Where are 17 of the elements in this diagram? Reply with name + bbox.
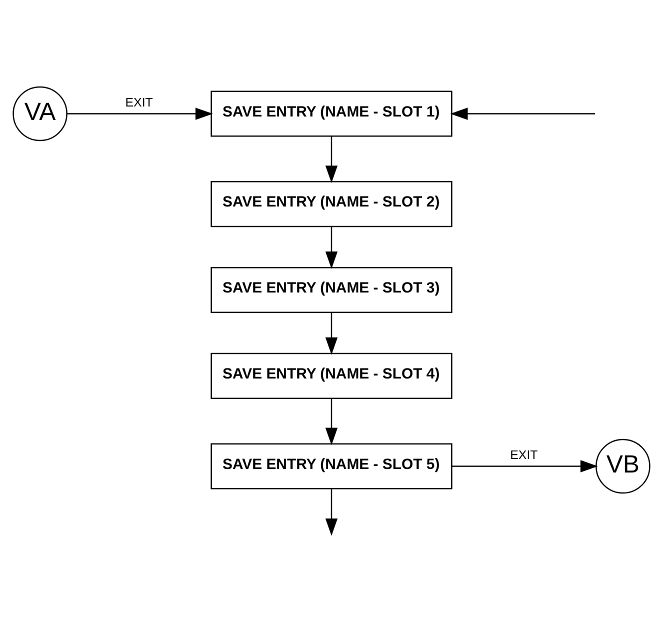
node-box: SAVE ENTRY (NAME - SLOT 2) xyxy=(210,180,452,227)
arrow xyxy=(66,107,213,120)
arrow xyxy=(325,398,338,445)
arrow xyxy=(325,312,338,354)
edge-label: EXIT xyxy=(510,447,538,462)
node-circle: VB xyxy=(596,438,650,494)
node-box: SAVE ENTRY (NAME - SLOT 4) xyxy=(210,352,452,398)
arrow xyxy=(325,226,338,268)
node-box: SAVE ENTRY (NAME - SLOT 1) xyxy=(210,90,452,136)
arrow xyxy=(452,460,598,472)
edge-label: EXIT xyxy=(125,94,153,109)
arrow xyxy=(325,136,338,183)
arrow xyxy=(450,107,595,120)
node-circle: VA xyxy=(12,86,68,141)
node-box: SAVE ENTRY (NAME - SLOT 3) xyxy=(210,266,452,313)
node-box: SAVE ENTRY (NAME - SLOT 5) xyxy=(210,442,452,489)
arrow xyxy=(325,488,338,536)
